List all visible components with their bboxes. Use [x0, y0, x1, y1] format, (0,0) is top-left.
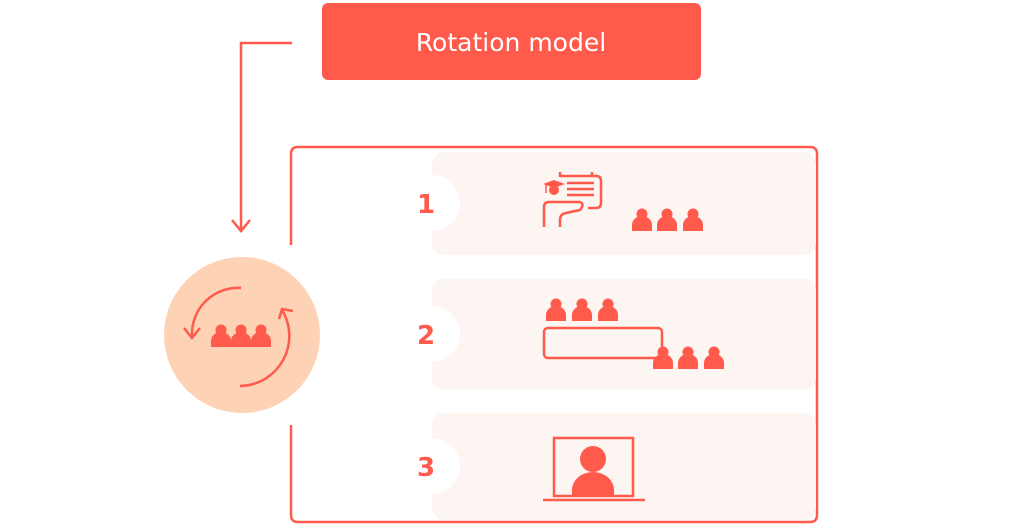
connector-arrow [231, 41, 292, 233]
title-text: Rotation model [416, 28, 606, 57]
rotation-circle [164, 257, 320, 413]
teacher-board-icon [542, 172, 603, 227]
steps-frame [289, 145, 819, 524]
step-number-1: 1 [417, 190, 435, 220]
step-panel-2: 2 [404, 279, 816, 390]
step-panel-1: 1 [404, 152, 816, 255]
step-panel-3: 3 [404, 413, 816, 520]
title-box: Rotation model [322, 3, 701, 80]
step-number-3: 3 [417, 453, 435, 483]
group-rotation-icon [542, 298, 724, 369]
step-number-2: 2 [417, 321, 435, 351]
group-icon [632, 208, 703, 231]
monitor-learner-icon [543, 436, 645, 502]
